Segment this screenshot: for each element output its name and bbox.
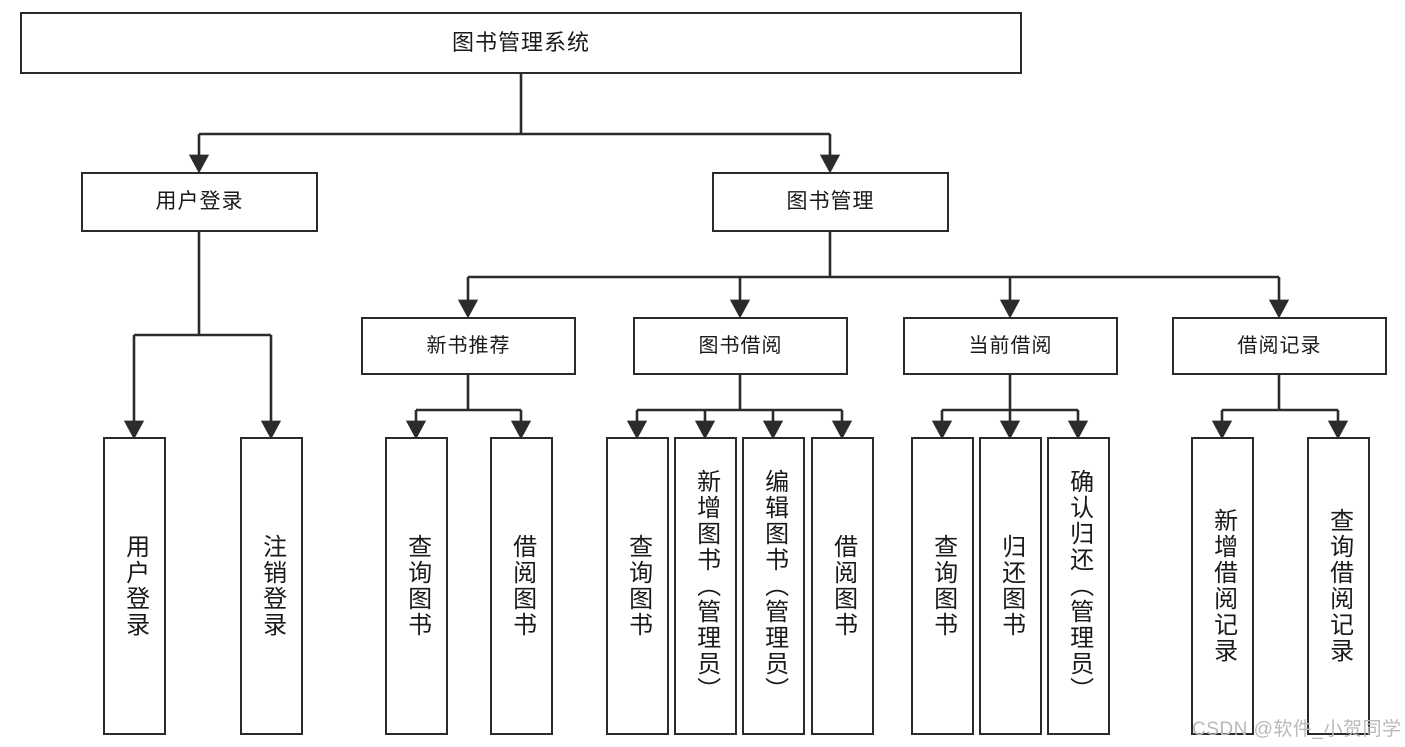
node-label: 查询借阅记录 [1325,508,1353,664]
node-label: 借阅记录 [1237,334,1322,357]
leaf-record-query-record[interactable]: 查询借阅记录 [1307,437,1370,735]
node-label: 用户登录 [155,189,244,213]
node-label: 新书推荐 [426,334,511,357]
node-label: 归还图书 [997,534,1025,638]
leaf-borrow-query-book[interactable]: 查询图书 [606,437,669,735]
node-label: 查询图书 [624,534,652,638]
leaf-recommend-borrow-book[interactable]: 借阅图书 [490,437,553,735]
leaf-record-add-record[interactable]: 新增借阅记录 [1191,437,1254,735]
node-book-borrow[interactable]: 图书借阅 [633,317,848,375]
watermark-text: CSDN @软件_小贺同学 [1192,719,1402,740]
leaf-current-query-book[interactable]: 查询图书 [911,437,974,735]
node-new-book-recommend[interactable]: 新书推荐 [361,317,576,375]
node-label: 新增图书（管理员） [692,469,720,703]
node-borrow-record[interactable]: 借阅记录 [1172,317,1387,375]
node-label: 借阅图书 [508,534,536,638]
node-label: 查询图书 [929,534,957,638]
node-book-management[interactable]: 图书管理 [712,172,949,232]
node-label: 图书借阅 [698,334,783,357]
csdn-watermark: CSDN @软件_小贺同学 [1192,714,1401,741]
node-label: 用户登录 [121,534,149,638]
node-label: 新增借阅记录 [1209,508,1237,664]
node-current-borrow[interactable]: 当前借阅 [903,317,1118,375]
node-user-login[interactable]: 用户登录 [81,172,318,232]
leaf-recommend-query-book[interactable]: 查询图书 [385,437,448,735]
leaf-current-confirm-return-admin[interactable]: 确认归还（管理员） [1047,437,1110,735]
node-label: 借阅图书 [829,534,857,638]
node-root-system[interactable]: 图书管理系统 [20,12,1022,74]
leaf-user-login-login[interactable]: 用户登录 [103,437,166,735]
leaf-current-return-book[interactable]: 归还图书 [979,437,1042,735]
leaf-borrow-edit-book-admin[interactable]: 编辑图书（管理员） [742,437,805,735]
leaf-user-login-logout[interactable]: 注销登录 [240,437,303,735]
node-label: 图书管理 [786,189,875,213]
leaf-borrow-add-book-admin[interactable]: 新增图书（管理员） [674,437,737,735]
node-label: 查询图书 [403,534,431,638]
node-label: 注销登录 [258,534,286,638]
node-label: 当前借阅 [968,334,1053,357]
node-label: 确认归还（管理员） [1065,469,1093,703]
node-label: 编辑图书（管理员） [760,469,788,703]
node-label: 图书管理系统 [451,30,590,56]
leaf-borrow-borrow-book[interactable]: 借阅图书 [811,437,874,735]
